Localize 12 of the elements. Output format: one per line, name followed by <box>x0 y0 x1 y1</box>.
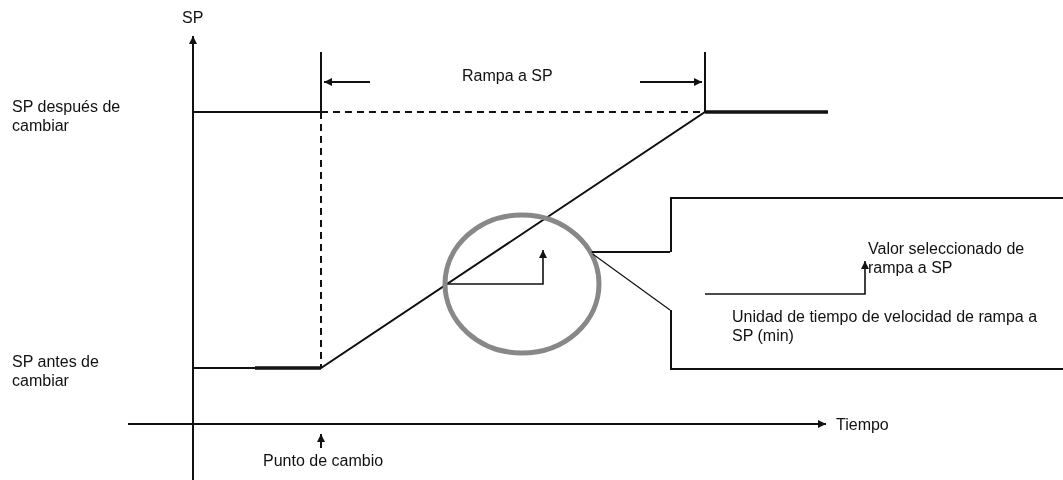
callout-line <box>592 253 671 311</box>
annotation-text: Punto de cambio <box>263 451 385 470</box>
axis-label: SP <box>182 8 205 27</box>
axis-label: Tiempo <box>836 415 890 434</box>
annotation-text: SP después de cambiar <box>12 97 122 135</box>
callout-text: Valor seleccionado de rampa a SP <box>868 239 1026 277</box>
magnifier-circle <box>442 212 602 356</box>
callout-box <box>670 197 1063 370</box>
callout-text: Unidad de tiempo de velocidad de rampa a SP (min) <box>732 307 1039 345</box>
annotation-text: SP antes de cambiar <box>12 352 100 390</box>
annotation-text: Rampa a SP <box>462 66 554 85</box>
callout-line <box>590 251 671 253</box>
